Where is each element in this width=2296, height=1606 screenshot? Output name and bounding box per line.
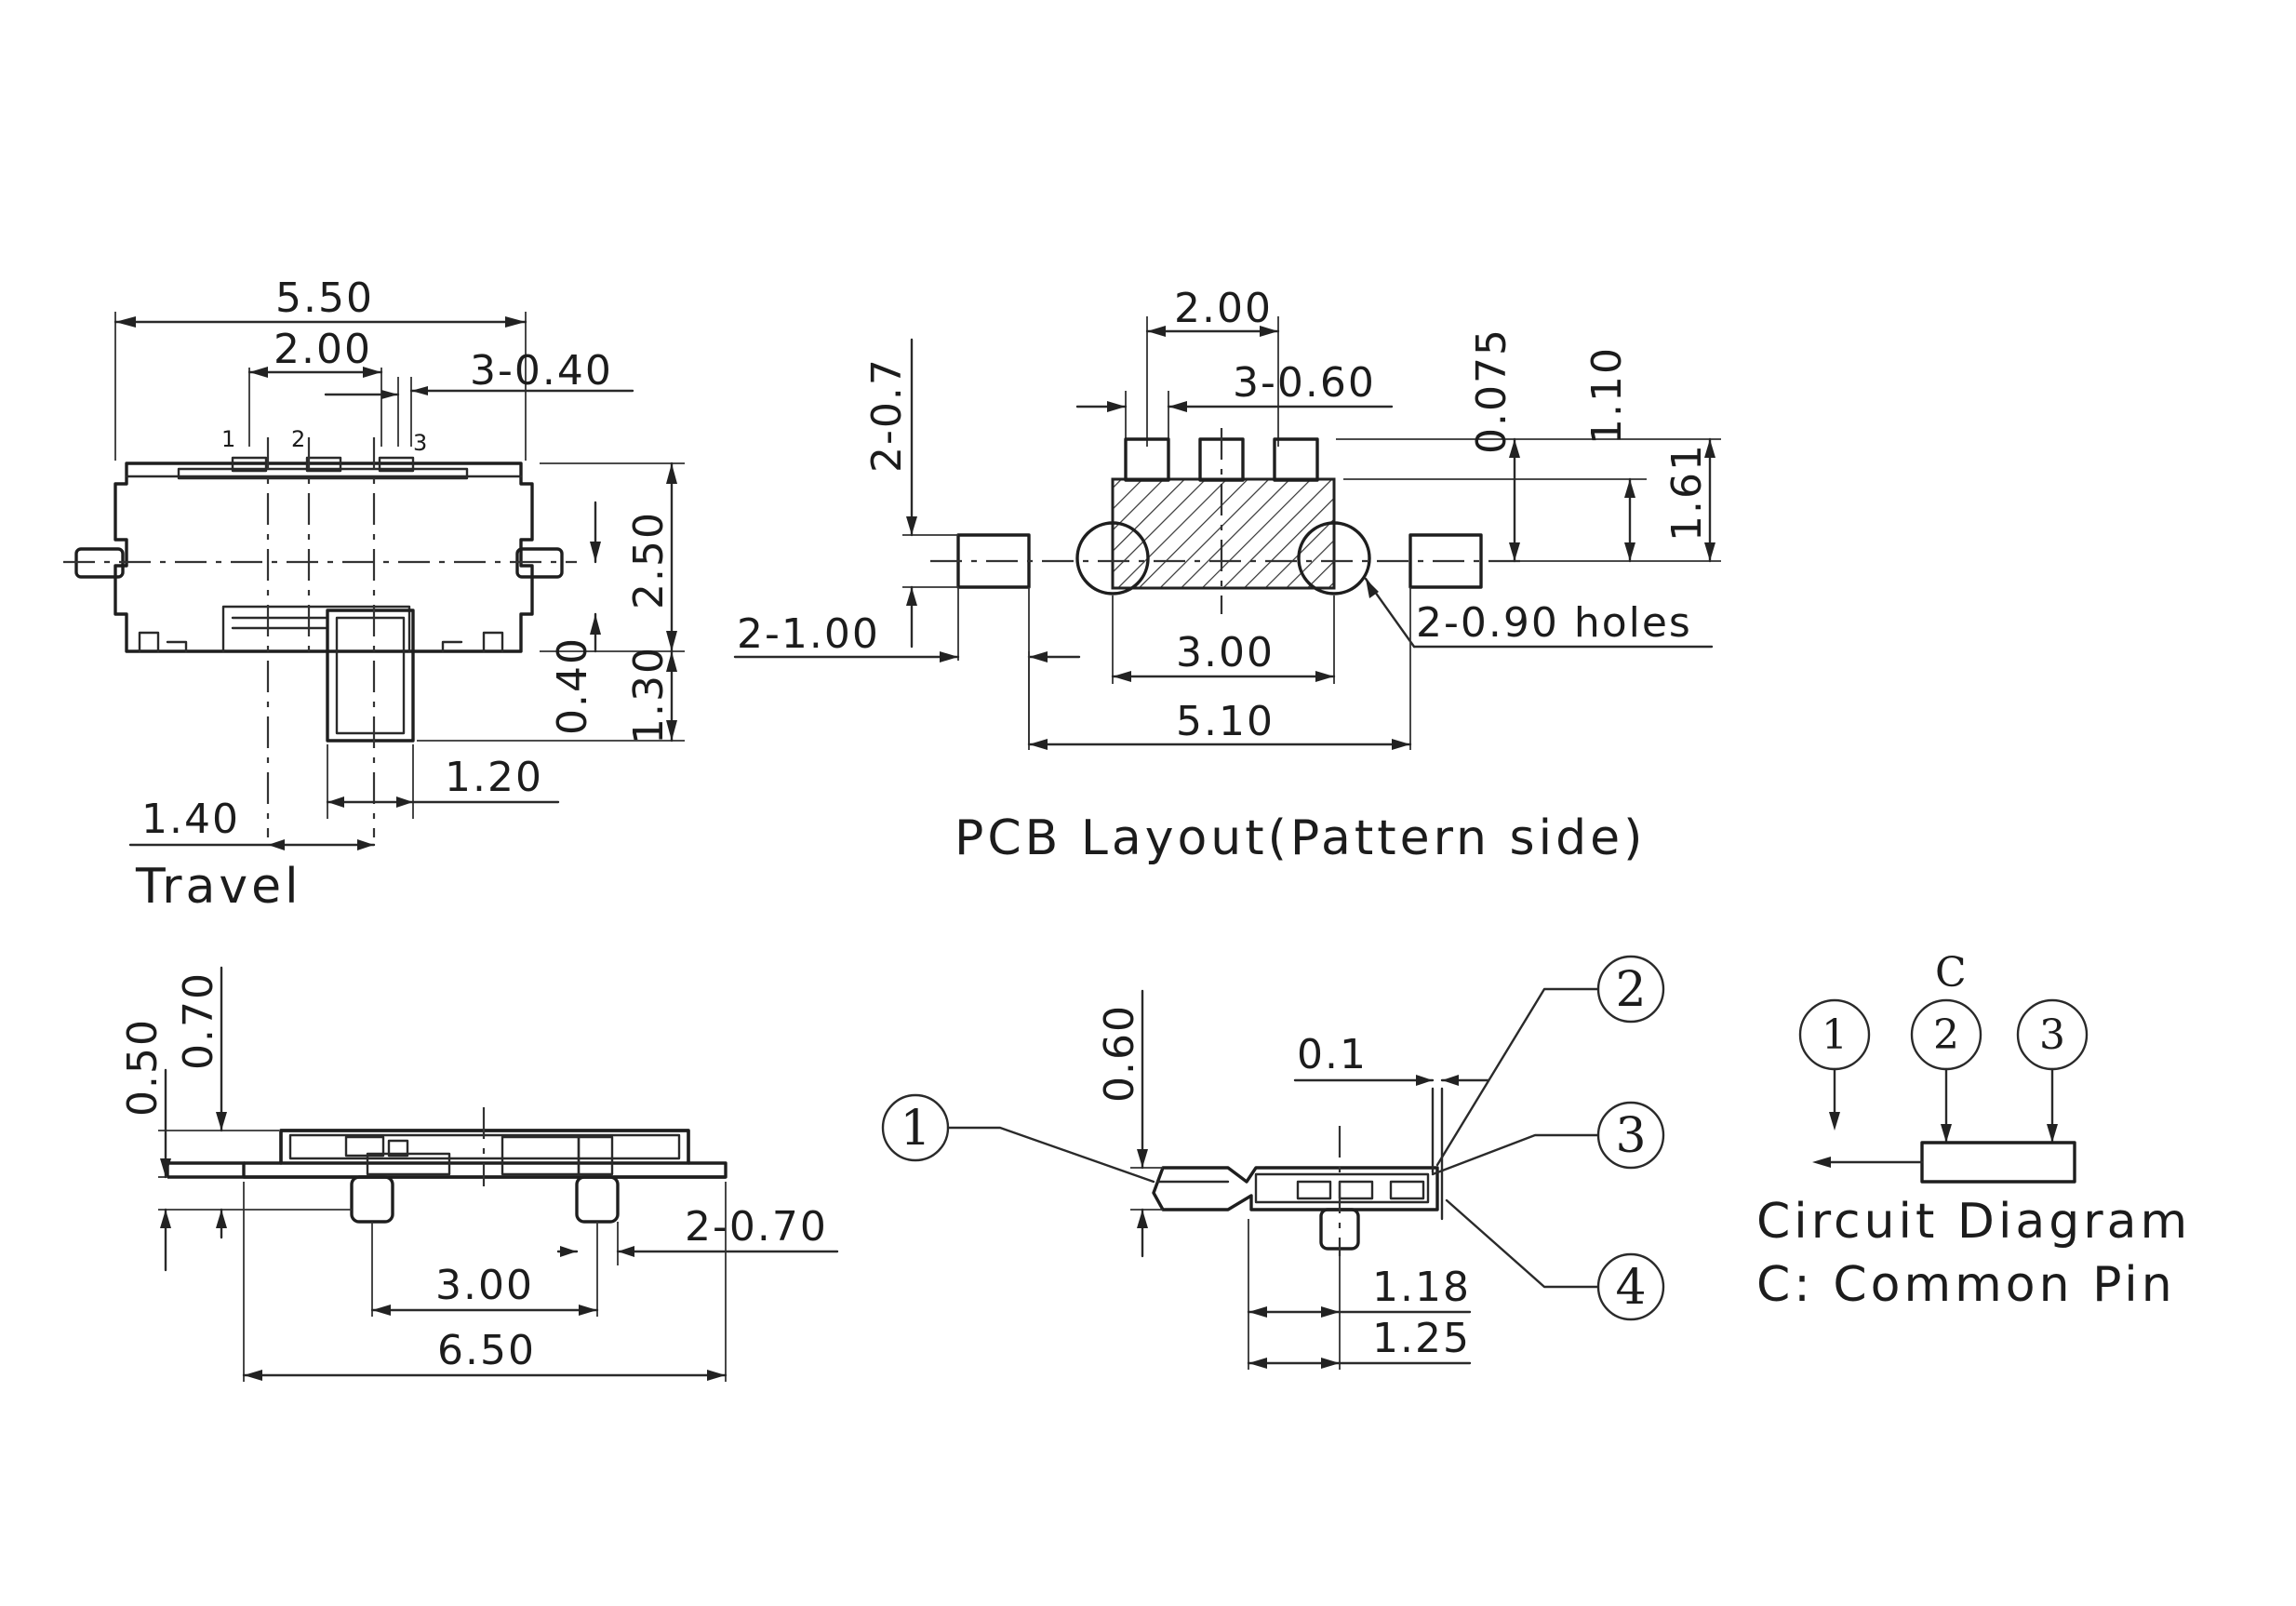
dim-actuator-height-label: 1.30 xyxy=(625,646,673,744)
dim-travel-label: 1.40 xyxy=(141,796,240,843)
top-view: 5.50 2.00 3-0.40 1 2 3 xyxy=(63,274,685,915)
side-view: 0.60 0.1 1.18 1.25 1 2 3 4 xyxy=(881,955,1665,1370)
front-dim-top-b-label: 0.70 xyxy=(175,971,222,1070)
pcb-dim-total-h-label: 1.61 xyxy=(1663,443,1711,542)
callout-2-label: 2 xyxy=(1615,962,1646,1018)
callout-4-label: 4 xyxy=(1615,1260,1646,1316)
side-dim-b-label: 1.25 xyxy=(1372,1315,1471,1362)
top-pin-2 xyxy=(305,456,342,473)
pcb-dim-side-pad-w-label: 2-1.00 xyxy=(737,610,880,658)
pcb-dim-pad-gap-label: 0.075 xyxy=(1468,328,1515,454)
pcb-dim-pad-span-label: 2.00 xyxy=(1174,285,1273,332)
pin-label-2: 2 xyxy=(291,426,305,452)
dim-width-label: 5.50 xyxy=(275,274,374,322)
circuit-common-letter: C xyxy=(1935,949,1967,997)
dim-pin-span-label: 2.00 xyxy=(274,326,372,373)
pcb-dim-side-pad-label: 2-0.7 xyxy=(863,357,911,473)
pin-label-3: 3 xyxy=(413,430,427,456)
pcb-pad-1 xyxy=(1124,437,1170,482)
switch-body-outline xyxy=(113,462,534,653)
circuit-pin-2-label: 2 xyxy=(1933,1011,1959,1059)
actuator xyxy=(326,609,415,743)
pcb-layout: 2.00 3-0.60 2-0.7 xyxy=(733,285,1721,866)
pcb-layout-title: PCB Layout(Pattern side) xyxy=(954,810,1646,866)
pcb-dim-hole-span-label: 3.00 xyxy=(1176,629,1275,676)
circuit-pin-3-label: 3 xyxy=(2039,1011,2065,1059)
pcb-hole-left xyxy=(1075,521,1150,596)
pcb-dim-pad-len-label: 1.10 xyxy=(1583,346,1631,445)
circuit-slider-box xyxy=(1920,1141,2076,1184)
circuit-subtitle: C: Common Pin xyxy=(1756,1257,2176,1313)
callout-3-label: 3 xyxy=(1615,1108,1646,1164)
circuit-diagram: C 1 2 3 Circuit Diagram C: Common Pin xyxy=(1756,949,2191,1313)
pcb-pad-3 xyxy=(1273,437,1319,482)
front-dim-top-a-label: 0.50 xyxy=(119,1018,167,1117)
pcb-dim-total-w-label: 5.10 xyxy=(1176,698,1275,745)
front-dim-post-w-label: 2-0.70 xyxy=(685,1203,828,1251)
circuit-title: Circuit Diagram xyxy=(1756,1194,2191,1250)
pcb-hole-right xyxy=(1297,521,1371,596)
front-dim-post-span-label: 3.00 xyxy=(435,1262,534,1309)
dim-actuator-offset-label: 0.40 xyxy=(549,636,596,735)
pcb-dim-pad-width-label: 3-0.60 xyxy=(1233,359,1376,407)
dim-actuator-width-label: 1.20 xyxy=(445,754,543,801)
callout-1-label: 1 xyxy=(900,1101,930,1157)
pcb-side-pad-right xyxy=(1408,533,1483,589)
dim-body-height-label: 2.50 xyxy=(625,511,673,609)
side-dim-a-label: 1.18 xyxy=(1372,1264,1471,1311)
pcb-holes-label: 2-0.90 holes xyxy=(1416,599,1692,647)
pin-label-1: 1 xyxy=(221,426,235,452)
side-dim-height-label: 0.60 xyxy=(1096,1004,1143,1103)
front-post-right xyxy=(575,1175,620,1224)
side-dim-gap-label: 0.1 xyxy=(1297,1031,1368,1078)
dim-pin-width-label: 3-0.40 xyxy=(470,347,613,395)
circuit-pin-1-label: 1 xyxy=(1822,1011,1848,1059)
pcb-hatched-body xyxy=(1111,477,1336,590)
top-pin-3 xyxy=(378,456,415,473)
front-dim-total-w-label: 6.50 xyxy=(437,1327,536,1374)
front-post-left xyxy=(350,1175,394,1224)
travel-label: Travel xyxy=(135,859,302,915)
front-view: 0.50 0.70 2-0.70 3.00 6.50 xyxy=(119,966,839,1382)
top-pin-1 xyxy=(231,456,268,473)
